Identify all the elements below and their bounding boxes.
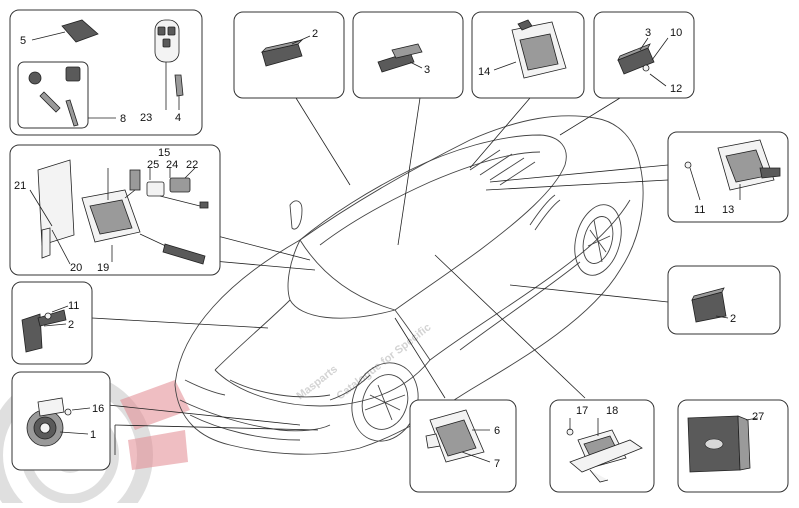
callout-2-right: 2	[730, 313, 736, 325]
callout-1: 1	[90, 429, 96, 441]
part-lock-cylinder	[28, 71, 42, 85]
callout-11-left: 11	[68, 300, 79, 312]
callout-2-top: 2	[312, 28, 318, 40]
leader-lines	[91, 97, 669, 455]
callout-21: 21	[14, 180, 26, 192]
callout-12: 12	[670, 83, 682, 95]
callout-24: 24	[166, 159, 178, 171]
group-ignition: 16 1	[11, 371, 111, 471]
group-part-17-18: 17 18	[549, 399, 655, 493]
callout-8: 8	[120, 113, 126, 125]
callout-20: 20	[70, 262, 82, 274]
group-part-3-10-12: 3 10 12	[593, 11, 695, 99]
group-part-27-manual: 27	[677, 399, 789, 493]
callout-17: 17	[576, 405, 588, 417]
callout-7: 7	[494, 458, 500, 470]
callout-22: 22	[186, 159, 198, 171]
callout-14: 14	[478, 66, 490, 78]
callout-15: 15	[158, 147, 170, 159]
callout-16: 16	[92, 403, 104, 415]
watermark-tagline: Catalogue for Specific	[334, 321, 433, 402]
group-control-units: 15 25 24 22 21 20 19	[9, 144, 221, 276]
callout-19: 19	[97, 262, 109, 274]
group-part-11-13: 11 13	[667, 131, 789, 223]
callout-6: 6	[494, 425, 500, 437]
callout-3-right: 3	[645, 27, 651, 39]
callout-25: 25	[147, 159, 159, 171]
group-part-14: 14	[471, 11, 585, 99]
callout-18: 18	[606, 405, 618, 417]
callout-5: 5	[20, 35, 26, 47]
callout-3-top: 3	[424, 64, 430, 76]
callout-23: 23	[140, 112, 152, 124]
car-outline	[174, 115, 644, 455]
group-part-6-7: 6 7	[409, 399, 517, 493]
part-5-shape	[61, 19, 99, 43]
callout-10: 10	[670, 27, 682, 39]
callout-13: 13	[722, 204, 734, 216]
callout-2-left: 2	[68, 319, 74, 331]
group-part-2-right: 2	[667, 265, 781, 335]
callout-4: 4	[175, 112, 181, 124]
callout-11-right: 11	[694, 204, 705, 216]
group-bracket-sensor: 11 2	[11, 281, 93, 365]
group-part-3-top: 3	[352, 11, 464, 99]
group-keys-locks: 5 8 23 4	[9, 9, 203, 136]
callout-27: 27	[752, 411, 764, 423]
group-part-2-top: 2	[233, 11, 345, 99]
manual-emblem-icon	[704, 438, 724, 450]
